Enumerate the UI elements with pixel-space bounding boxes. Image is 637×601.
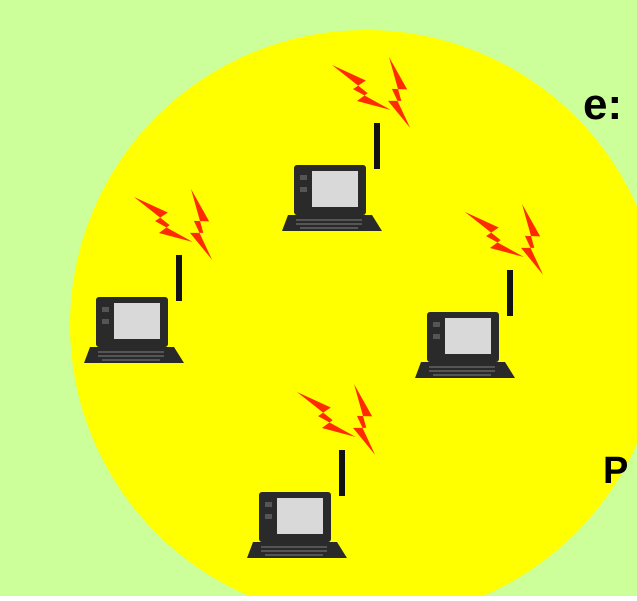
antenna [339, 450, 345, 496]
antenna [374, 123, 380, 169]
body-text-fragment: P [603, 452, 628, 490]
antenna [507, 270, 513, 316]
antenna [176, 255, 182, 301]
title-fragment: e: [583, 83, 622, 127]
